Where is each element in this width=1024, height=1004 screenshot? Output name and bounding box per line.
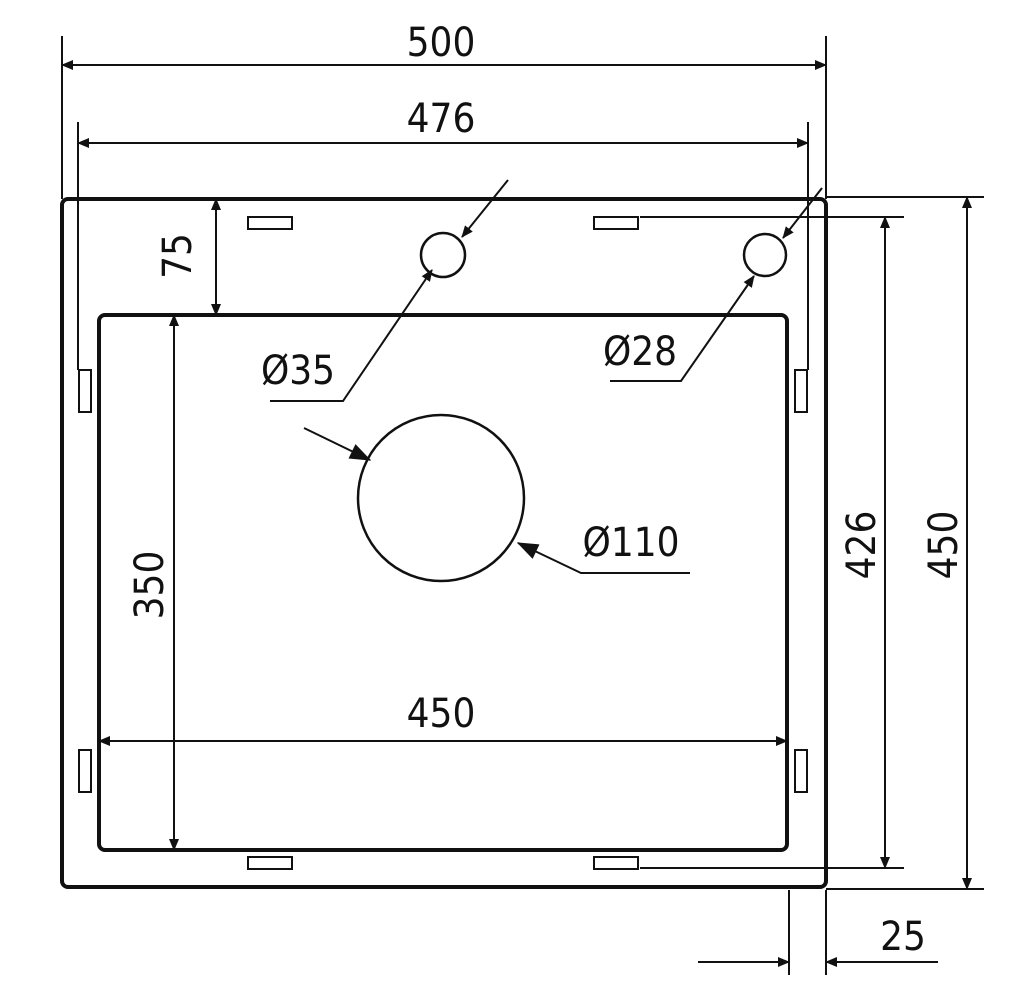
leader-tap-hole-top (461, 179, 509, 238)
clip-slot-left-lower (78, 749, 92, 793)
dimension-lines (61, 60, 972, 967)
label-front-margin: 75 (155, 233, 201, 279)
label-accessory-hole: Ø28 (603, 329, 677, 375)
clip-slot-bottom-left (247, 856, 293, 870)
leader-tap-hole-label (270, 269, 433, 402)
clip-slot-right-lower (794, 749, 808, 793)
label-drain-hole: Ø110 (583, 520, 680, 566)
clip-slot-left-upper (78, 369, 92, 413)
label-bowl-depth: 350 (127, 551, 173, 620)
bowl-outline (97, 313, 789, 852)
label-inner-flange-width: 476 (407, 96, 476, 142)
clip-slot-right-upper (794, 369, 808, 413)
tap-hole (419, 231, 467, 279)
label-tap-hole: Ø35 (261, 348, 335, 394)
clip-slot-bottom-right (593, 856, 639, 870)
outer-sink-rim (60, 197, 828, 889)
leader-lines (270, 179, 823, 574)
leader-accessory-hole-label (610, 275, 755, 382)
sink-outline (60, 197, 828, 889)
label-overall-width: 500 (407, 20, 476, 66)
accessory-hole (742, 232, 788, 278)
leader-accessory-hole-top (782, 187, 823, 239)
dimension-labels: 500 476 75 350 450 426 450 25 Ø35 Ø28 Ø1… (127, 20, 967, 960)
label-flange-thickness: 25 (880, 914, 926, 960)
leader-drain-hole-label (516, 542, 690, 574)
drain-hole (356, 413, 526, 583)
label-inner-flange-depth: 426 (839, 511, 885, 580)
leader-drain-hole-in (303, 427, 372, 461)
clip-slot-top-left (247, 216, 293, 230)
label-overall-depth: 450 (921, 511, 967, 580)
clip-slot-top-right (593, 216, 639, 230)
label-bowl-width: 450 (407, 691, 476, 737)
